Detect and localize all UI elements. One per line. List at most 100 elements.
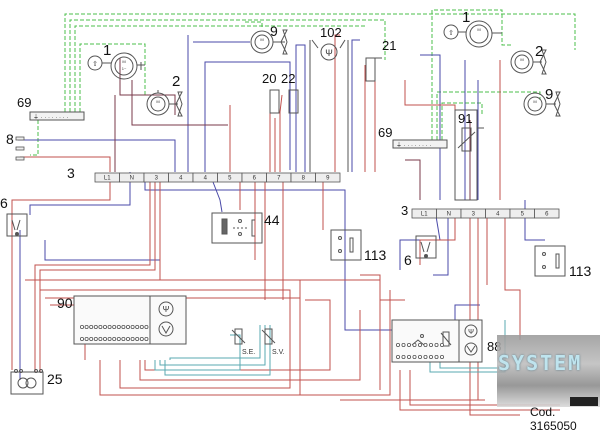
earth-wires-left — [30, 13, 576, 156]
ctrl90-terminal — [103, 324, 108, 329]
label-component-44: 44 — [264, 212, 280, 228]
label-component-1-right: 1 — [462, 9, 471, 26]
ctrl90-terminal — [135, 324, 140, 329]
terminal-right-cell-1: L1 — [411, 208, 437, 219]
ctrl88-terminal — [401, 354, 406, 359]
svg-text:Ψ: Ψ — [163, 305, 170, 314]
ctrl90-terminal — [98, 324, 103, 329]
relay-44 — [211, 212, 263, 244]
ctrl90-terminal — [98, 336, 103, 341]
ctrl90-terminal — [116, 324, 121, 329]
controller-board-90 — [73, 295, 187, 345]
controller-88-terminals — [395, 342, 444, 359]
label-component-21: 21 — [382, 38, 397, 53]
terminal-left-cell-3: 3 — [143, 172, 169, 183]
motor-1-left — [87, 52, 145, 80]
svg-text:Ψ: Ψ — [325, 48, 333, 58]
label-component-6-left: 6 — [0, 195, 8, 211]
label-component-6-right: 6 — [404, 252, 412, 268]
terminal-right-cell-3: 3 — [460, 208, 486, 219]
svg-text:M: M — [477, 27, 480, 32]
svg-text:1~: 1~ — [122, 66, 127, 71]
ctrl90-terminal — [112, 324, 117, 329]
terminal-left-label: 5 — [228, 176, 232, 182]
earth-wires-right — [431, 9, 541, 140]
mini-logo — [570, 397, 598, 406]
ctrl90-terminal — [126, 324, 131, 329]
ctrl90-terminal — [107, 324, 112, 329]
terminal-left-cell-10: 9 — [315, 172, 341, 183]
fan-motor-9-right — [523, 91, 561, 117]
label-component-2-left: 2 — [172, 73, 181, 90]
ctrl88-terminal — [406, 354, 411, 359]
ctrl88-terminal — [395, 354, 400, 359]
svg-text:Ψ: Ψ — [468, 329, 474, 336]
fan-motor-2-left — [146, 90, 183, 117]
label-component-3-right: 3 — [401, 203, 409, 218]
switch-module-113-right — [534, 245, 566, 277]
ctrl90-terminal — [144, 324, 149, 329]
label-component-102: 102 — [320, 25, 342, 40]
ctrl88-terminal — [439, 354, 444, 359]
terminal-right-cell-5: 5 — [509, 208, 535, 219]
sensor-sv — [261, 328, 276, 345]
sensor-se — [231, 328, 246, 345]
ctrl90-terminal — [80, 336, 85, 341]
ctrl90-terminal — [112, 336, 117, 341]
terminal-right-cell-2: N — [436, 208, 462, 219]
ctrl88-terminal — [406, 342, 411, 347]
ctrl90-terminal — [103, 336, 108, 341]
label-component-69-left: 69 — [17, 95, 32, 110]
terminal-right-cell-6: 6 — [534, 208, 560, 219]
resistor-20 — [269, 89, 280, 114]
svg-text:⏚ · · · · · · · ·: ⏚ · · · · · · · · — [33, 114, 68, 121]
watermark-logo — [497, 335, 600, 407]
component-102 — [309, 39, 349, 172]
svg-text:M: M — [260, 37, 263, 42]
ctrl88-terminal — [401, 342, 406, 347]
label-component-91: 91 — [458, 111, 473, 126]
motor-1-right — [443, 20, 502, 48]
ctrl90-terminal — [89, 324, 94, 329]
label-component-2-right: 2 — [535, 43, 544, 60]
terminal-left-label: 3 — [155, 176, 159, 182]
terminal-left-cell-4: 4 — [168, 172, 194, 183]
label-component-113-right: 113 — [569, 263, 592, 279]
fan-motor-9-top — [250, 29, 288, 55]
terminal-left-label: 4 — [204, 176, 208, 182]
ctrl90-terminal — [139, 336, 144, 341]
terminal-right-label: 6 — [545, 212, 549, 218]
terminal-left-label: 8 — [302, 176, 306, 182]
document-code: Cod. 3165050 — [530, 405, 577, 433]
label-sensor-se: S.E. — [242, 349, 256, 356]
label-component-20: 20 — [262, 71, 277, 86]
terminal-left-cell-7: 6 — [241, 172, 267, 183]
resistor-21 — [365, 57, 382, 82]
fan-motor-2-right — [510, 49, 547, 75]
terminal-right-label: L1 — [421, 212, 428, 218]
ctrl90-terminal — [84, 336, 89, 341]
ctrl88-terminal — [417, 354, 422, 359]
terminal-right-label: 3 — [472, 212, 476, 218]
terminal-right-cell-4: 4 — [485, 208, 511, 219]
controller-90-terminals — [80, 324, 149, 341]
sensor-wires — [154, 320, 510, 376]
ctrl90-terminal — [93, 336, 98, 341]
ctrl90-terminal — [126, 336, 131, 341]
terminal-left-cell-1: L1 — [94, 172, 120, 183]
ctrl88-terminal — [428, 354, 433, 359]
earth-bar-69-right: ⏚ · · · · · · · · — [392, 139, 448, 149]
ctrl90-terminal — [144, 336, 149, 341]
terminal-right-label: N — [447, 212, 451, 218]
label-component-22: 22 — [281, 71, 296, 86]
label-component-9-top: 9 — [270, 23, 278, 39]
ctrl90-terminal — [93, 324, 98, 329]
terminal-left-label: 9 — [326, 176, 330, 182]
ctrl88-terminal — [417, 342, 422, 347]
terminal-left-label: 7 — [277, 176, 281, 182]
ctrl90-terminal — [130, 336, 135, 341]
svg-text:M: M — [156, 99, 159, 104]
power-connector-8 — [15, 136, 25, 161]
ctrl90-terminal — [84, 324, 89, 329]
